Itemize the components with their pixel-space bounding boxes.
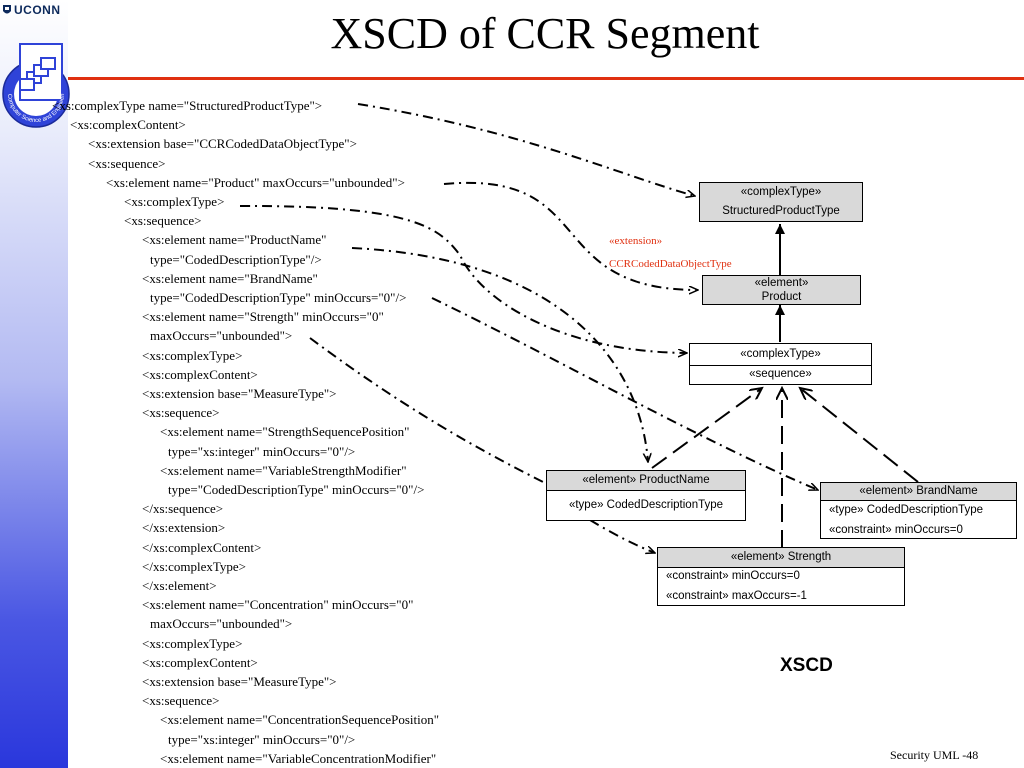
uconn-brand: UCONN [2, 3, 61, 17]
strength-element-box: «element» Strength «constraint» minOccur… [657, 547, 905, 606]
sidebar-gradient [0, 0, 68, 768]
seq-line-brandname [800, 388, 919, 483]
code-line: <xs:complexType> [142, 347, 243, 363]
code-line: type="CodedDescriptionType" minOccurs="0… [150, 290, 407, 305]
strength-min-constraint: «constraint» minOccurs=0 [666, 570, 800, 582]
brand-name-type: «type» CodedDescriptionType [829, 504, 984, 516]
code-line: <xs:element name="ProductName" [142, 232, 327, 248]
code-line: <xs:complexContent> [142, 366, 258, 382]
code-line: maxOccurs="unbounded"> [150, 328, 293, 344]
code-line: <xs:element name="StrengthSequencePositi… [160, 424, 410, 440]
code-line: <xs:sequence> [88, 155, 166, 171]
code-line: <xs:element name="Concentration" minOccu… [142, 597, 414, 613]
complex-type-sequence-box: «complexType» «sequence» [689, 343, 872, 385]
code-line: <xs:sequence> [124, 213, 202, 229]
code-line: <xs:complexContent> [142, 654, 258, 670]
strength-max-constraint: «constraint» maxOccurs=-1 [666, 590, 807, 602]
code-line: <xs:extension base="MeasureType"> [142, 386, 337, 401]
code-line: </xs:extension> [142, 520, 226, 536]
brand-name-header: «element» BrandName [821, 483, 1016, 501]
code-line: maxOccurs="unbounded"> [150, 616, 293, 632]
map-arrow-strength [309, 337, 546, 484]
code-line: </xs:element> [142, 578, 217, 593]
code-line: <xs:element name="BrandName" [142, 270, 318, 286]
brand-name-element-box: «element» BrandName «type» CodedDescript… [820, 482, 1017, 539]
code-line: <xs:element name="VariableConcentrationM… [160, 750, 437, 766]
code-line: <xs:extension base="MeasureType"> [142, 674, 337, 689]
code-line: type="xs:integer" minOccurs="0"/> [168, 731, 356, 747]
map-arrow-brand-name [431, 297, 818, 491]
code-line: type="xs:integer" minOccurs="0"/> [168, 443, 356, 459]
seq-line-productname [651, 388, 762, 469]
product-name-element-box: «element» ProductName «type» CodedDescri… [546, 470, 746, 521]
strength-header: «element» Strength [658, 548, 904, 568]
code-line: </xs:complexType> [142, 558, 247, 574]
code-line: <xs:complexContent> [70, 117, 186, 133]
slide-title: XSCD of CCR Segment [330, 9, 760, 58]
sequence-label: «sequence» [749, 368, 812, 380]
product-stereotype: «element» [754, 277, 809, 289]
code-line: type="CodedDescriptionType" minOccurs="0… [168, 482, 425, 497]
map-arrow-complex-type [239, 204, 687, 353]
code-line: <xs:element name="ConcentrationSequenceP… [160, 712, 440, 728]
structured-product-name: StructuredProductType [722, 205, 840, 217]
complex-type-stereotype: «complexType» [690, 344, 871, 366]
cse-logo-icon: Computer Science and Engineering [0, 22, 70, 128]
map-arrow-strength-cont [589, 519, 655, 553]
map-arrow-product [443, 181, 698, 290]
xscd-label: XSCD [780, 655, 833, 676]
product-name-header: «element» ProductName [547, 471, 745, 491]
product-name-type: «type» CodedDescriptionType [568, 499, 724, 511]
product-name: Product [761, 291, 802, 303]
code-line: <xs:element name="VariableStrengthModifi… [160, 462, 407, 478]
code-line: <xs:sequence> [142, 405, 220, 421]
map-arrow-structured-product [357, 103, 695, 196]
uconn-brand-text: UCONN [14, 3, 61, 17]
code-line: <xs:complexType> [142, 635, 243, 651]
code-line: <xs:sequence> [142, 693, 220, 709]
code-line: <xs:element name="Strength" minOccurs="0… [142, 309, 384, 325]
structured-product-type-box: «complexType» StructuredProductType [699, 182, 863, 222]
slide-footer: Security UML -48 [890, 748, 979, 762]
code-line: <xs:complexType name="StructuredProductT… [52, 98, 323, 113]
product-element-box: «element» Product [702, 275, 861, 305]
code-line: <xs:element name="Product" maxOccurs="un… [106, 174, 405, 190]
code-line: <xs:extension base="CCRCodedDataObjectTy… [88, 136, 357, 152]
code-line: </xs:complexContent> [142, 539, 262, 555]
extension-base-label: CCRCodedDataObjectType [609, 258, 732, 270]
brand-name-constraint: «constraint» minOccurs=0 [829, 524, 963, 536]
extension-label: «extension» [609, 235, 663, 247]
code-line: <xs:complexType> [124, 194, 225, 209]
title-divider [68, 77, 1024, 80]
uconn-seal-icon [3, 5, 11, 14]
structured-product-stereotype: «complexType» [740, 186, 822, 198]
code-line: type="CodedDescriptionType"/> [150, 251, 322, 267]
map-arrow-product-name [351, 247, 648, 462]
code-line: </xs:sequence> [142, 501, 224, 517]
